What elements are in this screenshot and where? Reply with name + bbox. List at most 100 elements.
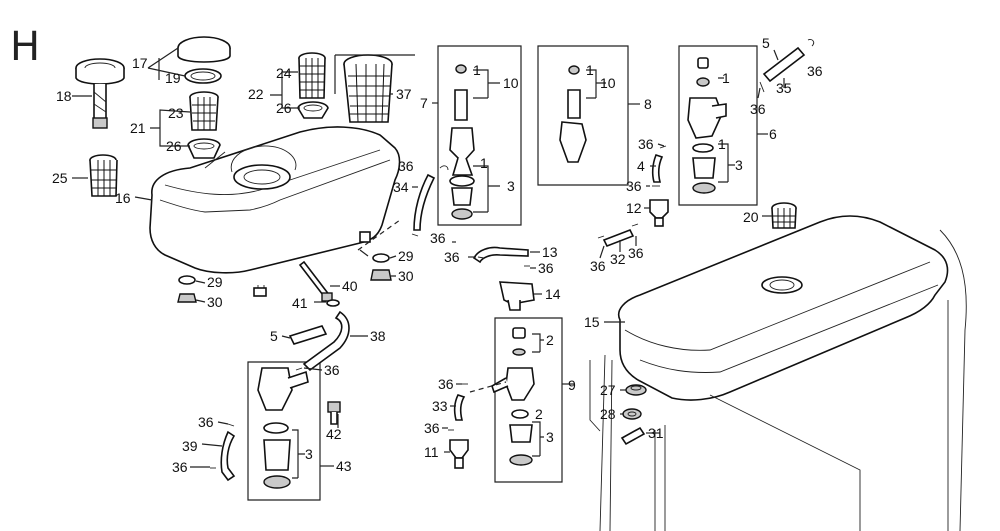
callout-15: 15 — [584, 314, 600, 330]
callout-29: 29 — [398, 248, 414, 264]
callout-18: 18 — [56, 88, 72, 104]
callout-36: 36 — [424, 420, 440, 436]
strainer-24 — [298, 52, 326, 99]
fuel-hose-32 — [602, 228, 635, 248]
callout-34: 34 — [393, 179, 409, 195]
fuel-valve-group-6 — [678, 45, 758, 206]
callout-36: 36 — [398, 158, 414, 174]
callout-33: 33 — [432, 398, 448, 414]
clip-marks-36 — [210, 39, 815, 469]
fuel-tank-16 — [149, 126, 401, 297]
nut-30b — [370, 269, 392, 281]
bolt-42 — [327, 401, 341, 425]
callout-27: 27 — [600, 382, 616, 398]
callout-10: 10 — [600, 75, 616, 91]
hose-5a — [288, 325, 328, 345]
strainer-20 — [771, 202, 797, 229]
callout-16: 16 — [115, 190, 131, 206]
callout-28: 28 — [600, 406, 616, 422]
callout-5: 5 — [270, 328, 278, 344]
callout-32: 32 — [610, 251, 626, 267]
fuel-gauge-18 — [75, 58, 125, 129]
fuel-valve-14 — [498, 281, 535, 311]
callout-40: 40 — [342, 278, 358, 294]
washer-29a — [178, 275, 196, 285]
callout-1: 1 — [718, 136, 726, 152]
leader-lines — [72, 47, 785, 468]
callout-36: 36 — [438, 376, 454, 392]
callout-23: 23 — [168, 105, 184, 121]
fuel-hose-38 — [302, 310, 350, 372]
callout-21: 21 — [130, 120, 146, 136]
callout-41: 41 — [292, 295, 308, 311]
fuel-hose-34 — [413, 173, 436, 231]
callout-36: 36 — [638, 136, 654, 152]
callout-36: 36 — [198, 414, 214, 430]
callout-3: 3 — [546, 429, 554, 445]
callout-12: 12 — [626, 200, 642, 216]
fuel-hose-33 — [453, 394, 466, 421]
callout-36: 36 — [590, 258, 606, 274]
callout-6: 6 — [769, 126, 777, 142]
callout-26: 26 — [166, 138, 182, 154]
callout-1: 1 — [586, 62, 594, 78]
callout-20: 20 — [743, 209, 759, 225]
fuel-hose-35 — [762, 46, 806, 83]
callout-1: 1 — [480, 155, 488, 171]
washer-41 — [326, 299, 340, 307]
fuel-cap-17 — [177, 36, 231, 63]
callout-30: 30 — [398, 268, 414, 284]
callout-7: 7 — [420, 95, 428, 111]
grommet-27 — [625, 384, 647, 396]
callout-36: 36 — [626, 178, 642, 194]
bolt-40 — [298, 260, 333, 302]
callout-2: 2 — [535, 406, 543, 422]
callout-1: 1 — [473, 62, 481, 78]
fuel-hose-4 — [651, 154, 664, 183]
callout-42: 42 — [326, 426, 342, 442]
fuel-cock-12 — [649, 199, 669, 227]
callout-2: 2 — [546, 332, 554, 348]
callout-3: 3 — [507, 178, 515, 194]
callout-29: 29 — [207, 274, 223, 290]
callout-4: 4 — [637, 158, 645, 174]
strainer-seal-26b — [297, 101, 329, 119]
callout-24: 24 — [276, 65, 292, 81]
callout-36: 36 — [538, 260, 554, 276]
nut-30a — [177, 293, 197, 303]
callout-14: 14 — [545, 286, 561, 302]
callout-38: 38 — [370, 328, 386, 344]
callout-11: 11 — [424, 444, 439, 460]
dashed-guides — [357, 219, 507, 393]
callout-36: 36 — [444, 249, 460, 265]
callout-37: 37 — [396, 86, 412, 102]
fuel-tube-13 — [472, 246, 529, 264]
callout-36: 36 — [324, 362, 340, 378]
fuel-cock-11 — [449, 439, 469, 469]
strainer-25 — [89, 154, 118, 197]
callout-13: 13 — [542, 244, 558, 260]
fuel-tank-15 — [589, 215, 967, 531]
callout-10: 10 — [503, 75, 519, 91]
callout-31: 31 — [648, 425, 664, 441]
strainer-seal-26a — [187, 138, 221, 159]
strainer-37 — [343, 54, 393, 123]
fuel-valve-group-9 — [491, 317, 563, 483]
callout-5: 5 — [762, 35, 770, 51]
callout-35: 35 — [776, 80, 792, 96]
fuel-valve-group-43 — [247, 361, 321, 501]
clip-31 — [620, 426, 646, 446]
callout-8: 8 — [644, 96, 652, 112]
washer-28 — [622, 408, 642, 420]
callout-19: 19 — [165, 70, 181, 86]
callout-labels: 17 19 18 21 23 26 22 24 26 37 25 16 7 1 … — [52, 35, 823, 475]
callout-36: 36 — [628, 245, 644, 261]
cap-gasket-19 — [184, 68, 222, 84]
callout-1: 1 — [722, 70, 730, 86]
washer-29b — [372, 253, 390, 263]
callout-39: 39 — [182, 438, 198, 454]
callout-9: 9 — [568, 377, 576, 393]
callout-36: 36 — [430, 230, 446, 246]
callout-25: 25 — [52, 170, 68, 186]
